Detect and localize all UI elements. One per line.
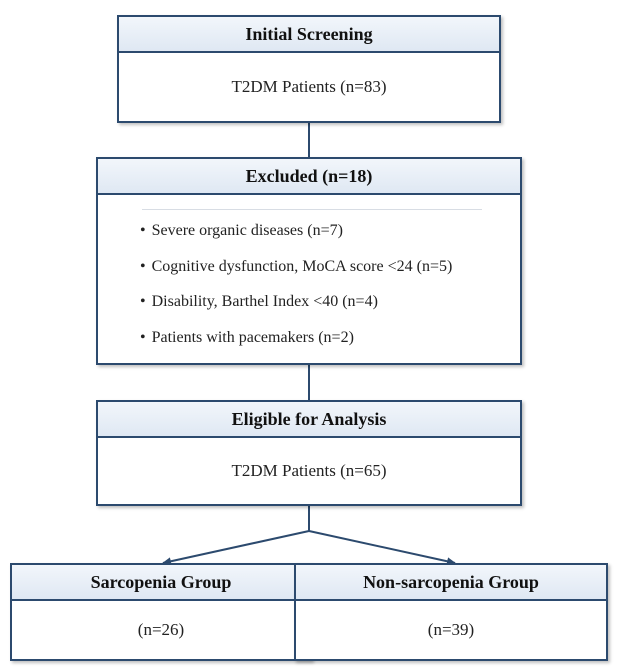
- arrow-to-non-sarcopenia: [308, 530, 456, 566]
- non-sarcopenia-group-count: (n=39): [427, 620, 475, 639]
- initial-screening-title: Initial Screening: [119, 17, 499, 53]
- excluded-title: Excluded (n=18): [98, 159, 520, 195]
- exclusion-reason: Disability, Barthel Index <40 (n=4): [140, 292, 452, 328]
- arrow-to-sarcopenia: [162, 530, 310, 566]
- excluded-box: Excluded (n=18) Severe organic diseases …: [96, 157, 522, 365]
- sarcopenia-group-box: Sarcopenia Group (n=26): [10, 563, 312, 661]
- sarcopenia-group-count: (n=26): [137, 620, 185, 639]
- eligible-title: Eligible for Analysis: [98, 402, 520, 438]
- eligible-box: Eligible for Analysis T2DM Patients (n=6…: [96, 400, 522, 506]
- initial-screening-count: T2DM Patients (n=83): [231, 77, 387, 96]
- initial-screening-box: Initial Screening T2DM Patients (n=83): [117, 15, 501, 123]
- exclusion-reason: Cognitive dysfunction, MoCA score <24 (n…: [140, 257, 453, 293]
- excluded-divider: [142, 209, 482, 210]
- exclusion-reason-list: Severe organic diseases (n=7) Cognitive …: [140, 221, 453, 364]
- non-sarcopenia-group-title: Non-sarcopenia Group: [296, 565, 606, 601]
- eligible-count: T2DM Patients (n=65): [231, 461, 387, 480]
- exclusion-reason: Severe organic diseases (n=7): [140, 221, 452, 257]
- sarcopenia-group-title: Sarcopenia Group: [12, 565, 310, 601]
- non-sarcopenia-group-box: Non-sarcopenia Group (n=39): [294, 563, 608, 661]
- exclusion-reason: Patients with pacemakers (n=2): [140, 328, 452, 364]
